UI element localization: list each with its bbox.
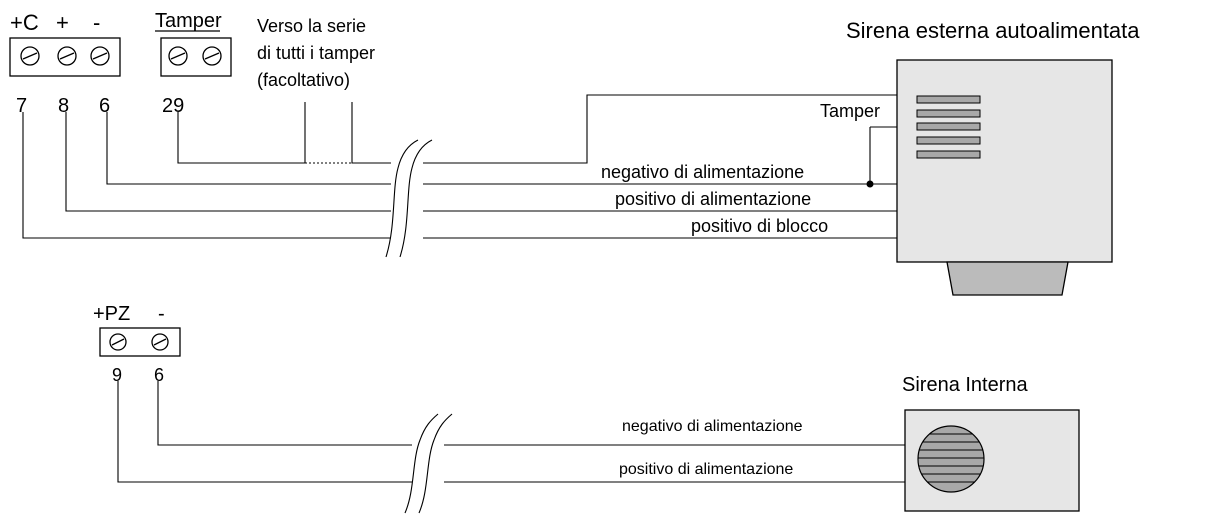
tamper-block-title: Tamper	[155, 10, 222, 32]
screw-icon	[109, 333, 127, 351]
terminal-number-8: 8	[58, 95, 69, 117]
grille-icon	[916, 95, 981, 159]
external-siren-title: Sirena esterna autoalimentata	[846, 18, 1140, 43]
wire-block	[22, 112, 897, 239]
screw-icon	[151, 333, 169, 351]
terminal-label-minus-2: -	[158, 303, 165, 325]
external-siren-tamper-label: Tamper	[820, 101, 880, 121]
terminal-number-7: 7	[16, 95, 27, 117]
internal-siren-title: Sirena Interna	[902, 374, 1029, 396]
screw-icon	[57, 46, 77, 66]
terminal-block-siren-internal: +PZ - 9 6	[93, 303, 181, 385]
break-mark	[385, 139, 433, 258]
terminal-label-minus: -	[93, 10, 100, 35]
tamper-note-line-1: Verso la serie	[257, 16, 366, 36]
screw-icon	[202, 46, 222, 66]
terminal-block-2-body	[99, 327, 181, 357]
break-mark	[404, 413, 453, 514]
tamper-note-line-3: (facoltativo)	[257, 70, 350, 90]
terminal-label-plus-pz: +PZ	[93, 303, 130, 325]
label-positivo-blocco: positivo di blocco	[691, 216, 828, 236]
junction-dot	[866, 180, 874, 188]
terminal-label-plus-c: +C	[10, 10, 39, 35]
terminal-number-6: 6	[99, 95, 110, 117]
label-internal-negativo: negativo di alimentazione	[622, 418, 803, 435]
terminal-block-main: +C + - 7 8 6	[9, 10, 121, 117]
screw-icon	[90, 46, 110, 66]
tamper-note-line-2: di tutti i tamper	[257, 43, 375, 63]
external-siren-body	[896, 59, 1113, 263]
internal-siren	[904, 409, 1080, 512]
label-negativo-alimentazione: negativo di alimentazione	[601, 162, 804, 182]
wire-negative	[106, 112, 897, 185]
tamper-wire	[177, 102, 306, 164]
terminal-number-6b: 6	[154, 365, 164, 385]
external-siren-base	[946, 261, 1069, 296]
terminal-label-plus: +	[56, 10, 69, 35]
screw-icon	[168, 46, 188, 66]
terminal-number-29: 29	[162, 95, 184, 117]
terminal-number-9: 9	[112, 365, 122, 385]
terminal-block-tamper: Tamper 29	[155, 10, 232, 117]
label-internal-positivo: positivo di alimentazione	[619, 461, 793, 478]
wire-positive	[65, 112, 897, 212]
screw-icon	[20, 46, 40, 66]
wire-internal-positive	[117, 381, 905, 483]
external-siren	[896, 59, 1113, 296]
label-positivo-alimentazione: positivo di alimentazione	[615, 189, 811, 209]
tamper-note: Verso la serie di tutti i tamper (facolt…	[257, 16, 375, 90]
tamper-block-body	[160, 37, 232, 77]
external-wiring	[22, 94, 897, 239]
internal-wiring	[117, 381, 905, 483]
wire-internal-negative	[157, 381, 905, 446]
